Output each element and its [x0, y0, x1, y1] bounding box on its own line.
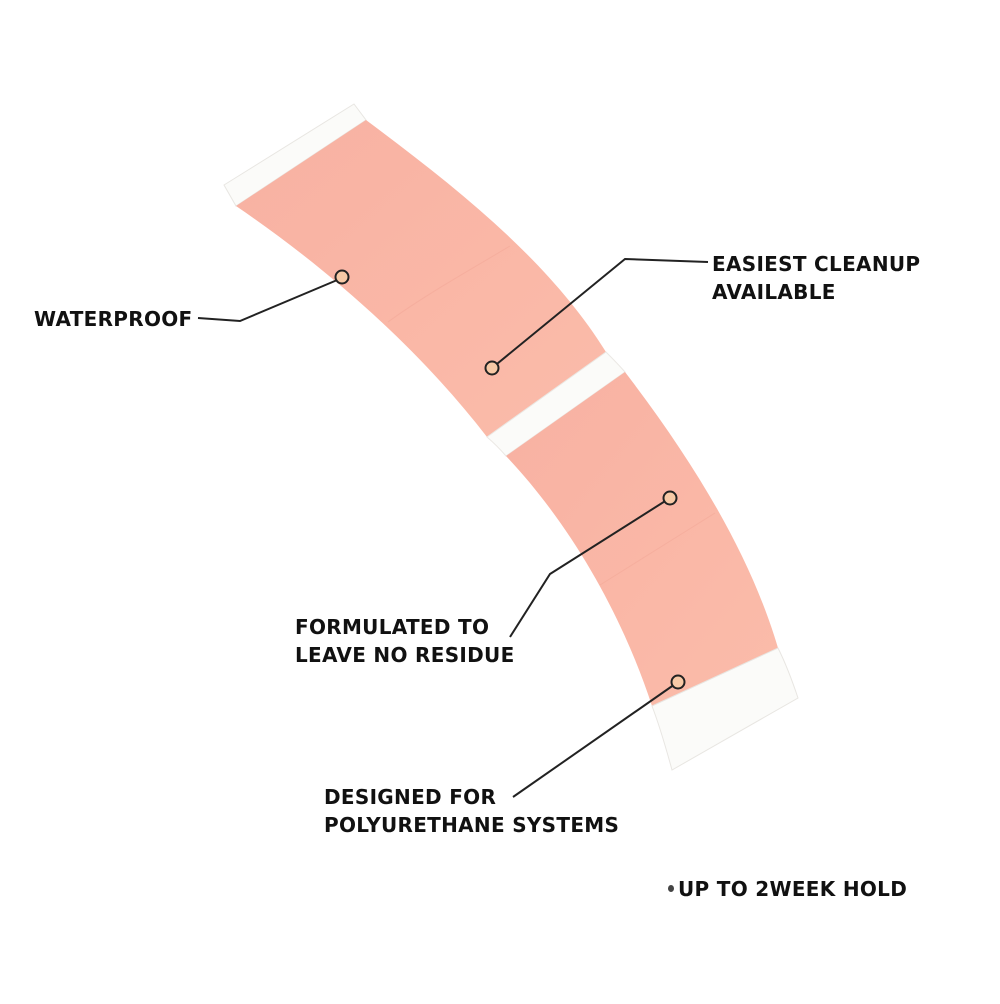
callout-designed-line-1: DESIGNED FOR — [324, 785, 497, 809]
callout-designed: DESIGNED FOR POLYURETHANE SYSTEMS — [324, 783, 619, 839]
callout-cleanup-line-1: EASIEST CLEANUP — [712, 252, 921, 276]
callout-residue-line-1: FORMULATED TO — [295, 615, 490, 639]
leader-line-waterproof — [197, 277, 343, 323]
callout-hold-text: UP TO 2WEEK HOLD — [678, 877, 908, 901]
leader-line-designed — [512, 681, 679, 798]
marker-dot-designed — [670, 674, 686, 690]
marker-dot-residue — [662, 490, 678, 506]
callout-hold: UP TO 2WEEK HOLD — [668, 875, 907, 903]
tape-divider-lower — [599, 512, 716, 586]
leader-line-cleanup — [491, 257, 709, 369]
marker-dot-cleanup — [484, 360, 500, 376]
marker-dot-waterproof — [334, 269, 350, 285]
callout-hold-line: UP TO 2WEEK HOLD — [668, 877, 907, 901]
callout-residue: FORMULATED TO LEAVE NO RESIDUE — [295, 613, 515, 669]
callout-cleanup: EASIEST CLEANUP AVAILABLE — [712, 250, 920, 306]
callout-waterproof-line: WATERPROOF — [34, 307, 193, 331]
tape-segment-lower — [506, 372, 778, 706]
bullet-dot-icon — [668, 885, 674, 892]
callout-designed-line-2: POLYURETHANE SYSTEMS — [324, 813, 620, 837]
callout-cleanup-line-2: AVAILABLE — [712, 280, 836, 304]
callout-waterproof: WATERPROOF — [34, 305, 193, 333]
tape-divider-upper — [387, 245, 511, 323]
callout-residue-line-2: LEAVE NO RESIDUE — [295, 643, 515, 667]
leader-line-residue — [509, 497, 671, 638]
tape-liner-bottom — [651, 647, 799, 771]
tape-segment-upper — [236, 120, 606, 437]
